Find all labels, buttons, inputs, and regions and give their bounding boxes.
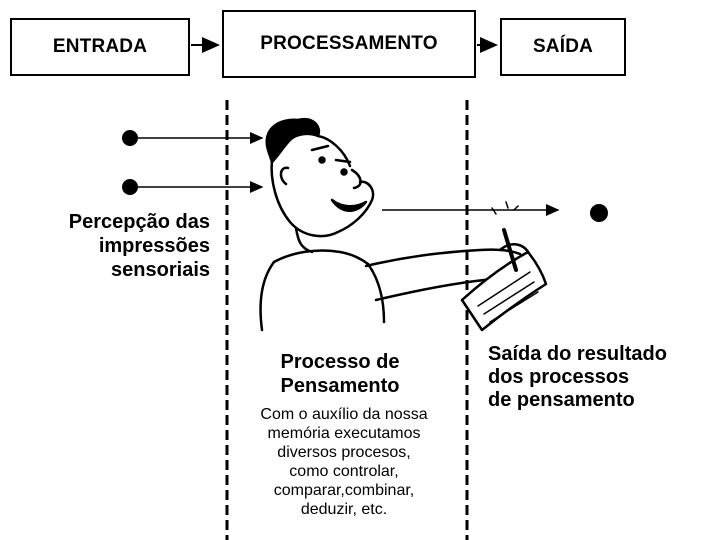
entrada-label: ENTRADA (52, 36, 148, 57)
output-dot (590, 204, 608, 222)
process-title-line-1: Processo de (280, 351, 400, 373)
processamento-label: PROCESSAMENTO (260, 33, 438, 54)
process-description-line-3: diversos procesos, (277, 444, 411, 461)
input-label-line-2: impressões (98, 235, 210, 257)
output-label-line-3: de pensamento (488, 389, 635, 411)
process-title: Processo de Pensamento (240, 350, 440, 398)
thinking-man-figure (259, 117, 548, 332)
process-description-line-5: comparar,combinar, (273, 482, 415, 499)
process-description-line-2: memória executamos (267, 425, 421, 442)
process-description-line-4: como controlar, (289, 463, 399, 480)
process-description-line-1: Com o auxílio da nossa (260, 406, 428, 423)
entrada-box: ENTRADA (10, 18, 190, 76)
input-label: Percepção das impressões sensoriais (14, 210, 210, 282)
process-description-line-6: deduzir, etc. (300, 501, 388, 518)
process-description: Com o auxílio da nossa memória executamo… (228, 405, 460, 519)
process-title-line-2: Pensamento (280, 375, 400, 397)
output-label-line-2: dos processos (488, 366, 630, 388)
saida-box: SAÍDA (500, 18, 626, 76)
processamento-box: PROCESSAMENTO (222, 10, 476, 78)
input-label-line-3: sensoriais (111, 259, 210, 281)
output-label: Saída do resultado dos processos de pens… (488, 343, 704, 412)
saida-label: SAÍDA (532, 36, 594, 57)
input-label-line-1: Percepção das (68, 211, 210, 233)
output-label-line-1: Saída do resultado (488, 343, 667, 365)
input-dot-2 (122, 179, 138, 195)
input-dot-1 (122, 130, 138, 146)
